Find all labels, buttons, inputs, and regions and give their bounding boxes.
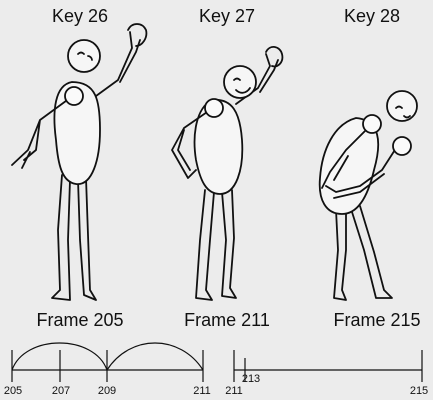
key-label-28: Key 28: [343, 6, 401, 26]
figure-key-26: [11, 23, 148, 301]
timeline-left-arc-2: [106, 342, 204, 371]
figure-26-right-arm: [95, 23, 148, 97]
figure-27-left-arm: [171, 109, 211, 179]
tick-label-211-left: 211: [193, 385, 211, 397]
figure-28-shoulder-joint: [362, 114, 382, 134]
tick-label-205: 205: [3, 385, 23, 397]
figure-27-left-leg: [195, 189, 215, 301]
key-label-26: Key 26: [51, 6, 109, 26]
tick-label-213: 213: [241, 373, 261, 385]
figure-28-left-arm: [321, 123, 373, 189]
tick-label-215: 215: [409, 385, 429, 397]
tick-label-207: 207: [51, 385, 71, 397]
timeline-left: [11, 342, 204, 382]
figure-26-left-leg: [51, 174, 71, 301]
figure-28-head: [386, 90, 418, 122]
figure-26-left-arm: [11, 97, 71, 169]
figure-27-shoulder-joint: [204, 98, 224, 118]
timeline-right: [233, 350, 423, 382]
figure-28-right-leg: [351, 205, 393, 299]
tick-label-209: 209: [97, 385, 117, 397]
figure-26-right-leg: [77, 177, 97, 301]
frame-label-211: Frame 211: [184, 310, 270, 330]
figure-key-28: [318, 90, 418, 301]
figure-28-face: [395, 105, 411, 119]
figure-26-head: [67, 39, 101, 73]
key-label-27: Key 27: [198, 6, 256, 26]
figure-26-shoulder-joint: [64, 86, 84, 106]
frame-label-205: Frame 205: [36, 310, 124, 330]
figure-28-elbow-joint: [392, 136, 412, 156]
tick-label-211-right: 211: [225, 385, 243, 397]
figure-27-face: [233, 77, 251, 94]
figure-28-left-leg: [333, 209, 347, 301]
figure-26-torso: [53, 81, 101, 185]
timeline-left-arc-1: [11, 342, 108, 371]
frame-label-215: Frame 215: [333, 310, 421, 330]
figure-key-27: [171, 46, 284, 301]
figure-28-right-arm: [325, 141, 401, 199]
figure-27-right-leg: [221, 189, 237, 299]
figure-27-torso: [193, 99, 244, 195]
figure-26-face: [77, 51, 93, 61]
